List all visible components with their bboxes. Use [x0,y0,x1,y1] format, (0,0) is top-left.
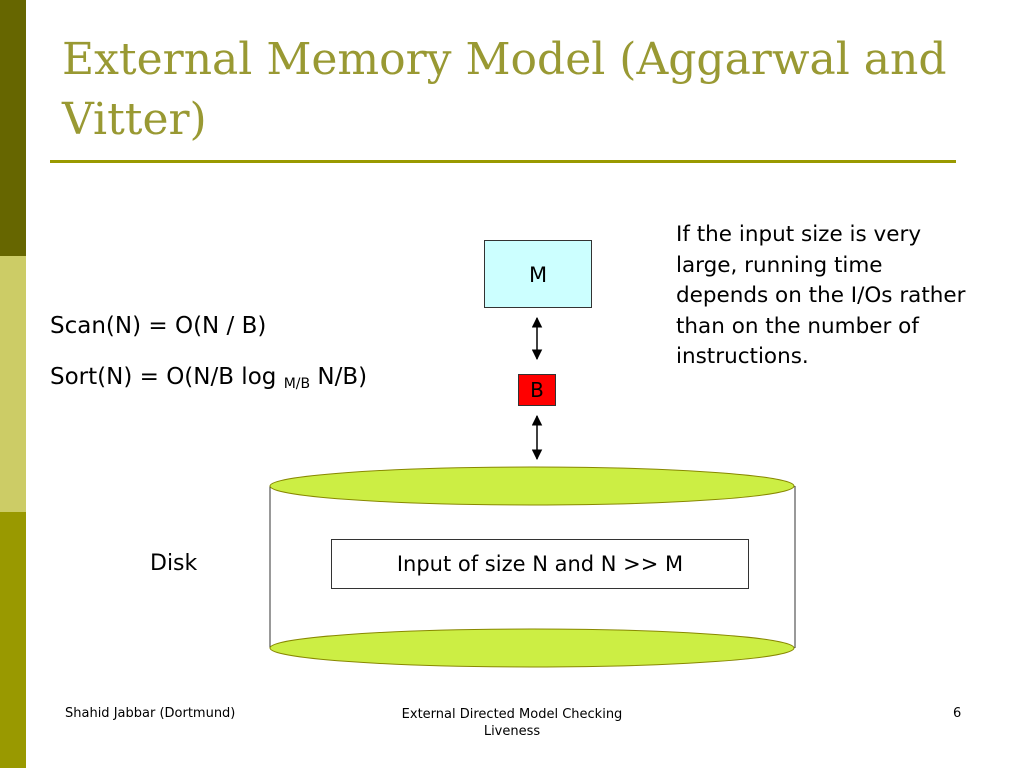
sort-formula-subscript: M/B [283,376,311,392]
sort-formula-prefix: Sort(N) = O(N/B log [50,364,284,390]
disk-top-ellipse [269,466,795,506]
disk-label: Disk [150,551,198,576]
disk-bottom-ellipse [269,628,795,668]
sort-formula: Sort(N) = O(N/B log M/B N/B) [50,364,367,392]
input-label: Input of size N and N >> M [396,552,684,576]
sidebar-bottom-segment [0,512,26,768]
block-box: B [518,374,556,406]
sort-formula-suffix: N/B) [310,364,368,390]
block-label: B [530,378,544,402]
sidebar-top-segment [0,0,26,256]
footer-author: Shahid Jabbar (Dortmund) [65,706,236,721]
memory-box: M [484,240,592,308]
page-number: 6 [953,706,962,721]
footer-talk-title: External Directed Model Checking Livenes… [401,707,623,739]
io-note: If the input size is very large, running… [676,222,966,369]
title-underline [50,160,956,163]
memory-label: M [528,263,548,287]
slide-title: External Memory Model (Aggarwal and Vitt… [62,34,947,145]
sidebar-middle-segment [0,256,26,512]
input-box: Input of size N and N >> M [331,539,749,589]
scan-formula: Scan(N) = O(N / B) [50,313,267,339]
